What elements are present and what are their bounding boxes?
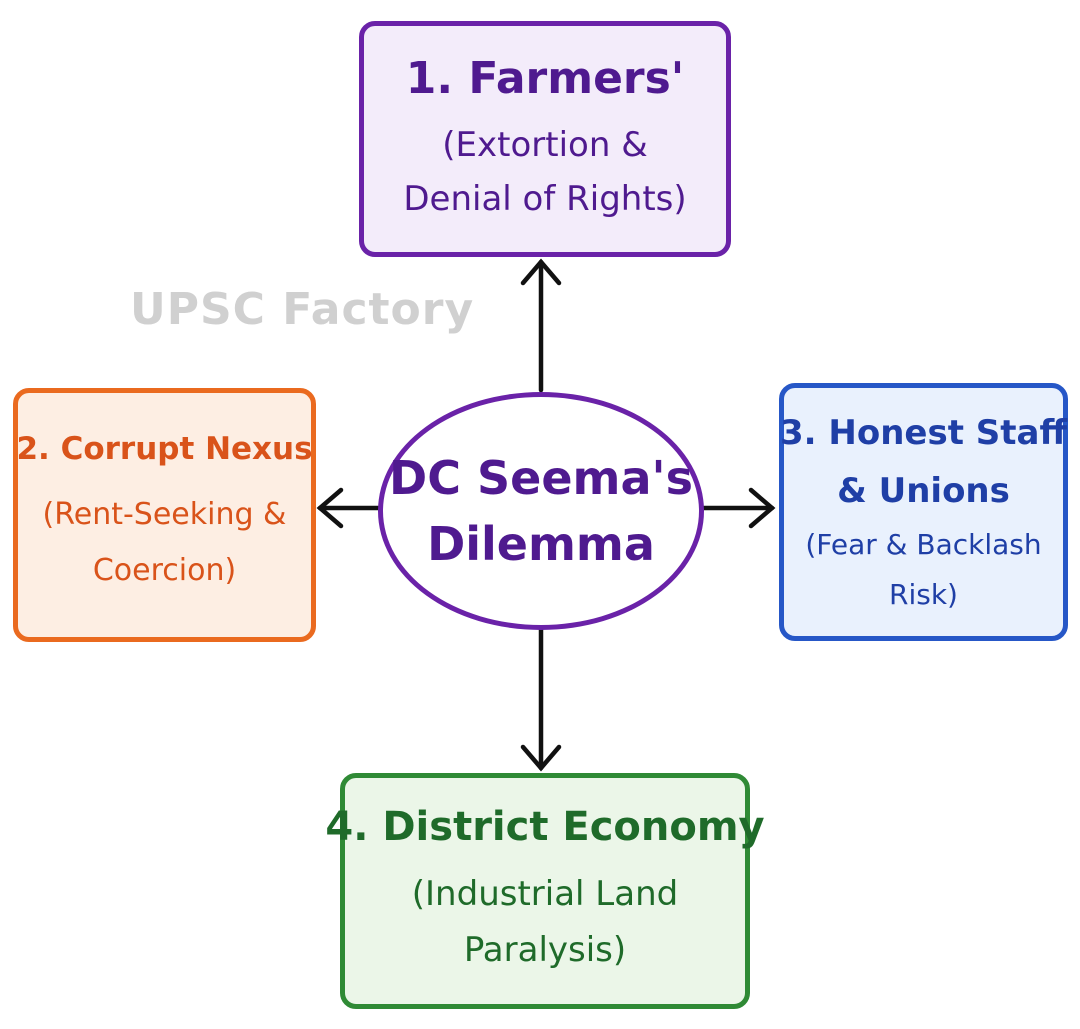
node-farmers-title: 1. Farmers' <box>405 52 685 104</box>
node-economy-subtitle-2: Paralysis) <box>463 930 627 970</box>
node-farmers-subtitle-2: Denial of Rights) <box>403 178 687 219</box>
center-title-line-1: DC Seema's <box>389 451 693 505</box>
node-staff-title-2: & Unions <box>837 471 1010 511</box>
center-title-line-2: Dilemma <box>427 517 655 571</box>
node-staff-subtitle-1: (Fear & Backlash <box>805 528 1042 561</box>
node-honest-staff: 3. Honest Staff & Unions (Fear & Backlas… <box>779 383 1068 641</box>
center-dilemma-ellipse: DC Seema's Dilemma <box>378 392 704 630</box>
watermark-text: UPSC Factory <box>130 284 475 335</box>
node-farmers: 1. Farmers' (Extortion & Denial of Right… <box>359 21 731 257</box>
node-district-economy: 4. District Economy (Industrial Land Par… <box>325 773 765 1009</box>
node-economy-title: 4. District Economy <box>325 804 765 850</box>
node-economy-subtitle-1: (Industrial Land <box>411 874 679 914</box>
arrow-head-right <box>748 487 776 529</box>
arrow-head-left <box>316 487 344 529</box>
node-nexus-subtitle-2: Coercion) <box>92 553 237 588</box>
node-corrupt-nexus: 2. Corrupt Nexus (Rent-Seeking & Coercio… <box>13 388 316 642</box>
arrow-head-down <box>520 744 562 772</box>
node-nexus-title: 2. Corrupt Nexus <box>16 431 313 467</box>
node-staff-title-1: 3. Honest Staff <box>779 413 1068 453</box>
arrow-head-up <box>520 258 562 286</box>
node-nexus-subtitle-1: (Rent-Seeking & <box>42 497 287 532</box>
node-staff-subtitle-2: Risk) <box>889 578 958 611</box>
node-farmers-subtitle-1: (Extortion & <box>442 124 648 165</box>
